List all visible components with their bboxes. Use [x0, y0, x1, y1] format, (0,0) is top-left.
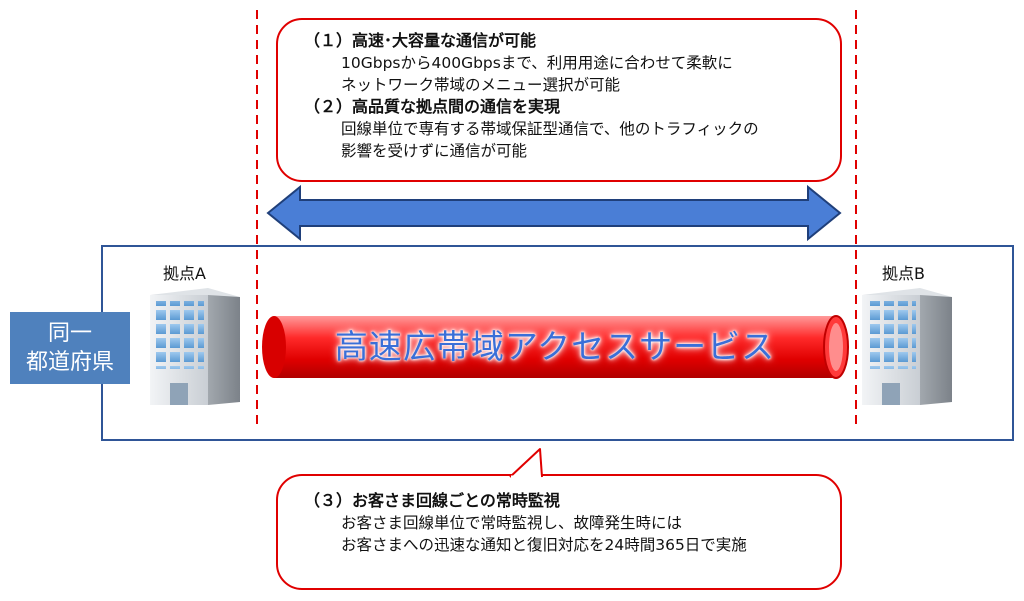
- feature-2-heading: （２）高品質な拠点間の通信を実現: [304, 97, 561, 116]
- feature-3-line-1: お客さま回線単位で常時監視し、故障発生時には: [341, 514, 683, 532]
- callout-pointer: [509, 448, 543, 478]
- feature-1-heading: （１）高速･大容量な通信が可能: [304, 31, 537, 50]
- site-a-label: 拠点A: [163, 264, 206, 283]
- features-callout-top: （１）高速･大容量な通信が可能 10Gbpsから400Gbpsまで、利用用途に合…: [276, 18, 842, 182]
- feature-3-line-2: お客さまへの迅速な通知と復旧対応を24時間365日で実施: [341, 536, 747, 554]
- service-name: 高速広帯域アクセスサービス: [334, 327, 776, 366]
- service-tube: [262, 315, 849, 379]
- feature-1-line-1: 10Gbpsから400Gbpsまで、利用用途に合わせて柔軟に: [341, 54, 733, 72]
- bidirectional-arrow: [266, 184, 842, 242]
- building-a-icon: [150, 288, 240, 405]
- building-b-icon: [862, 288, 952, 405]
- feature-2-line-1: 回線単位で専有する帯域保証型通信で、他のトラフィックの: [341, 120, 759, 138]
- site-b-label: 拠点B: [882, 264, 925, 283]
- prefecture-label: 同一 都道府県: [10, 312, 130, 384]
- feature-3-heading: （３）お客さま回線ごとの常時監視: [304, 491, 560, 510]
- prefecture-line-2: 都道府県: [25, 350, 114, 375]
- feature-1-line-2: ネットワーク帯域のメニュー選択が可能: [341, 76, 621, 94]
- prefecture-line-1: 同一: [47, 321, 92, 346]
- features-callout-bottom: （３）お客さま回線ごとの常時監視 お客さま回線単位で常時監視し、故障発生時には …: [276, 474, 842, 590]
- feature-2-line-2: 影響を受けずに通信が可能: [341, 142, 528, 160]
